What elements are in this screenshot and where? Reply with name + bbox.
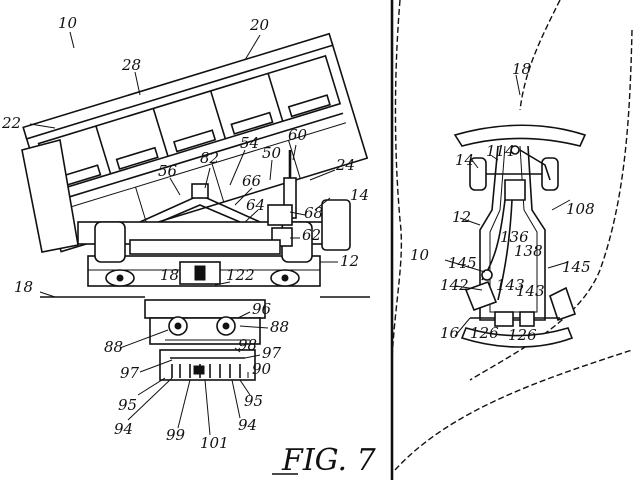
label-14: 14 — [350, 186, 369, 204]
label-66: 66 — [242, 172, 262, 190]
label-r14: 14 — [455, 151, 474, 169]
wheel-left — [94, 221, 126, 263]
label-12: 12 — [340, 252, 359, 270]
label-97-left: 97 — [120, 364, 140, 382]
label-64: 64 — [246, 196, 265, 214]
label-68: 68 — [304, 204, 323, 222]
label-r145-left: 145 — [448, 254, 477, 272]
label-r136: 136 — [500, 228, 529, 246]
front-wheel-right — [541, 157, 559, 191]
label-60: 60 — [288, 126, 308, 144]
track-lower — [394, 349, 633, 471]
right-figure — [391, 0, 633, 471]
label-88-left: 88 — [104, 338, 123, 356]
label-88-right: 88 — [270, 318, 289, 336]
rear-bumper — [460, 327, 574, 348]
label-90: 90 — [252, 360, 272, 378]
wheel-14 — [321, 199, 351, 251]
motor-box-90 — [159, 349, 256, 381]
label-r10: 10 — [410, 246, 430, 264]
label-r126-left: 126 — [470, 324, 499, 342]
left-figure — [21, 31, 370, 436]
label-r145-right: 145 — [562, 258, 591, 276]
label-122: 122 — [226, 266, 255, 284]
label-62: 62 — [302, 226, 321, 244]
label-20: 20 — [249, 16, 270, 34]
label-56: 56 — [158, 162, 178, 180]
label-95-left: 95 — [118, 396, 137, 414]
label-18-ground: 18 — [14, 278, 33, 296]
label-95-right: 95 — [244, 392, 263, 410]
label-22: 22 — [1, 114, 21, 132]
track-outer-left — [391, 0, 403, 361]
label-r18: 18 — [512, 60, 531, 78]
label-10: 10 — [58, 14, 78, 32]
label-54: 54 — [240, 134, 259, 152]
bin-end-cap — [21, 139, 79, 253]
label-r142: 142 — [440, 276, 469, 294]
label-96: 96 — [252, 300, 272, 318]
label-r143-left: 143 — [496, 276, 525, 294]
label-50: 50 — [262, 144, 282, 162]
label-101: 101 — [200, 434, 229, 452]
label-r16: 16 — [440, 324, 460, 342]
drive-housing — [144, 299, 266, 319]
label-r126-right: 126 — [508, 326, 537, 344]
label-r12: 12 — [452, 208, 471, 226]
label-97-right: 97 — [262, 344, 282, 362]
label-r143-right: 143 — [516, 282, 545, 300]
label-28: 28 — [121, 56, 141, 74]
track-right — [469, 29, 633, 381]
label-82: 82 — [200, 149, 219, 167]
front-bumper — [453, 124, 587, 147]
label-r114: 114 — [486, 142, 515, 160]
tilted-bin — [22, 32, 369, 253]
label-24: 24 — [335, 156, 355, 174]
label-98: 98 — [238, 336, 257, 354]
label-r108: 108 — [566, 200, 595, 218]
label-94-right: 94 — [238, 416, 257, 434]
rear-wheel-left — [464, 280, 498, 312]
label-r138: 138 — [514, 242, 543, 260]
figure-label: FIG. 7 — [281, 443, 377, 478]
label-18-center: 18 — [160, 266, 179, 284]
label-94-left: 94 — [114, 420, 133, 438]
label-99: 99 — [166, 426, 186, 444]
track-18 — [519, 0, 561, 111]
rear-wheel-right — [549, 286, 577, 322]
